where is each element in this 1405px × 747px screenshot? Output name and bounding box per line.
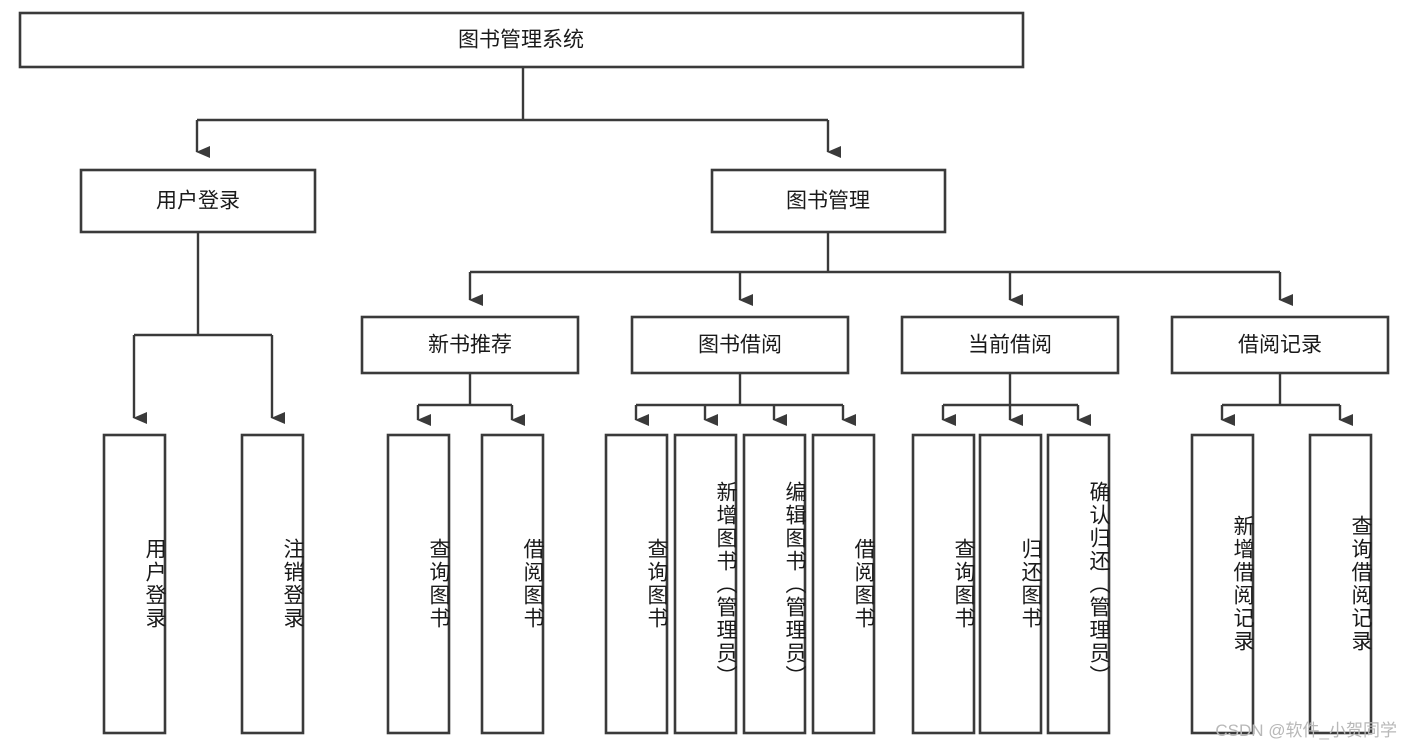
watermark-text: CSDN @软件_小贺同学: [1215, 721, 1397, 740]
node-current-borrow-label: 当前借阅: [968, 334, 1052, 357]
node-user-login-box[interactable]: [79, 168, 317, 234]
node-leaf-add-book-box[interactable]: [673, 433, 738, 735]
node-new-book-recommend-box[interactable]: [360, 315, 580, 375]
node-book-borrow-label: 图书借阅: [698, 334, 782, 357]
connector-group: [132, 67, 1353, 426]
node-user-login-label: 用户登录: [156, 190, 240, 213]
node-leaf-query-book-current-box[interactable]: [911, 433, 976, 735]
node-leaf-user-login-box[interactable]: [102, 433, 167, 735]
node-root-box[interactable]: [18, 11, 1025, 69]
node-book-management-label: 图书管理: [786, 190, 870, 213]
node-leaf-borrow-book-recommend-box[interactable]: [480, 433, 545, 735]
node-current-borrow-box[interactable]: [900, 315, 1120, 375]
node-group: 图书管理系统 用户登录 图书管理 新书推荐 图书借阅 当前借阅 借阅记录: [18, 11, 1390, 735]
node-leaf-return-book-box[interactable]: [978, 433, 1043, 735]
node-leaf-borrow-book-box[interactable]: [811, 433, 876, 735]
node-root-label: 图书管理系统: [458, 29, 584, 52]
node-leaf-confirm-return-box[interactable]: [1046, 433, 1111, 735]
node-leaf-query-record-box[interactable]: [1308, 433, 1373, 735]
node-leaf-query-book-borrow-box[interactable]: [604, 433, 669, 735]
node-borrow-record-label: 借阅记录: [1238, 334, 1322, 357]
node-leaf-query-book-recommend-box[interactable]: [386, 433, 451, 735]
node-leaf-add-record-box[interactable]: [1190, 433, 1255, 735]
node-book-borrow-box[interactable]: [630, 315, 850, 375]
node-leaf-logout-box[interactable]: [240, 433, 305, 735]
node-borrow-record-box[interactable]: [1170, 315, 1390, 375]
node-book-management-box[interactable]: [710, 168, 947, 234]
node-leaf-edit-book-box[interactable]: [742, 433, 807, 735]
node-new-book-recommend-label: 新书推荐: [428, 334, 512, 357]
